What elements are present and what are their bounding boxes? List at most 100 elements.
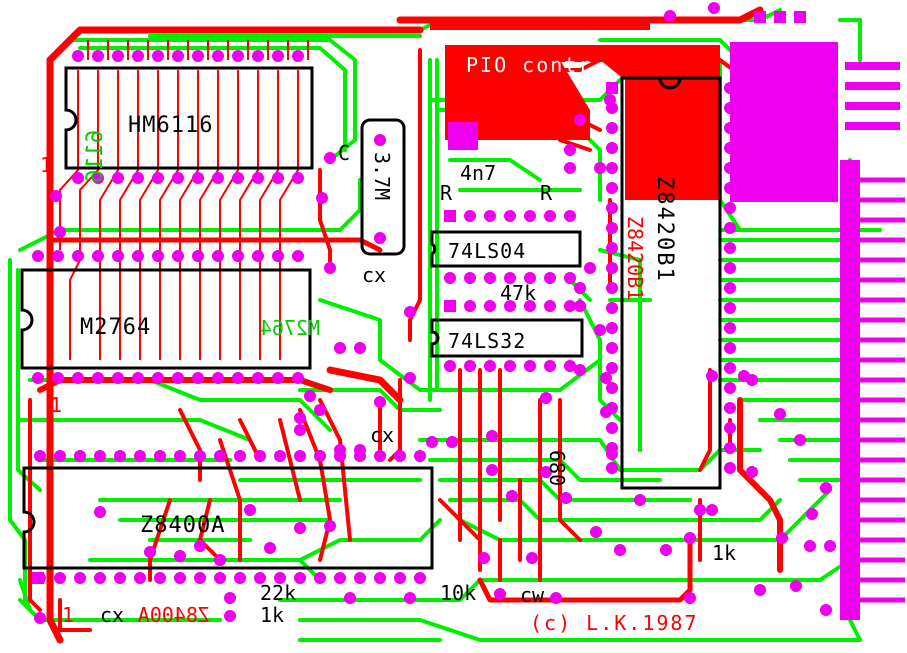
pad [214,450,226,462]
pad [354,342,366,354]
pad [404,372,416,384]
pad [232,372,244,384]
pad [72,172,84,184]
47k-label: 47k [500,281,536,305]
pad [724,422,736,434]
pad [724,242,736,254]
pad [52,372,64,384]
pad [734,134,746,146]
pad [172,50,184,62]
pad [32,372,44,384]
pad [724,462,736,474]
pad [724,222,736,234]
pad [72,250,84,262]
pad [606,262,618,274]
pad [292,250,304,262]
pad [484,272,496,284]
pad [254,572,266,584]
hm6116-outline [64,66,314,170]
pad [426,436,438,448]
pad [524,272,536,284]
pad [724,102,736,114]
pad [94,506,106,518]
pad [114,572,126,584]
z8400a-outline [22,466,434,570]
pin1-pad [606,82,618,94]
pad [606,382,618,394]
pad [614,544,626,556]
pad [606,362,618,374]
pad [724,402,736,414]
pad [774,134,786,146]
pad [706,504,718,516]
pad [374,134,386,146]
pad [606,242,618,254]
pad [564,162,576,174]
pad [192,50,204,62]
pad [606,302,618,314]
pad [394,572,406,584]
pad [234,450,246,462]
pad [72,50,84,62]
z8420b1-label: Z8420B1 [652,176,677,283]
pad [112,372,124,384]
pad [594,162,606,174]
pad [684,532,696,544]
pad [132,172,144,184]
pad [660,544,672,556]
pad [192,172,204,184]
pad [414,450,426,462]
pad [172,172,184,184]
pad [272,50,284,62]
z8420b1-outline [620,76,722,490]
pad [92,372,104,384]
pad [52,250,64,262]
pad [132,250,144,262]
pad [606,162,618,174]
cx-label-1: cx [362,263,386,287]
pad [212,372,224,384]
pad [92,50,104,62]
pad [294,412,306,424]
pin1-pad [32,572,44,584]
pad [724,182,736,194]
pad [444,272,456,284]
pad [484,360,496,372]
mirror-pio-label: Z8420B1 [623,216,647,300]
pad [134,572,146,584]
pad [820,604,832,616]
pad [234,572,246,584]
pad [34,450,46,462]
pad [776,532,788,544]
pad [274,572,286,584]
pad [212,172,224,184]
680-label: 680 [545,450,569,486]
pad [214,554,226,566]
pad [504,272,516,284]
pad [600,406,612,418]
chip-outlines [20,66,722,570]
pad [494,588,506,600]
pad [232,50,244,62]
pad [112,50,124,62]
pad [820,482,832,494]
pad [172,250,184,262]
r2-label: R [540,181,553,205]
bottom-silkscreen: 6116 M2764 [83,130,320,340]
pad [194,540,206,552]
pad [804,540,816,552]
pad [708,2,720,14]
pad [754,584,766,596]
pad [152,172,164,184]
pad [324,152,336,164]
pad [324,520,336,532]
pad [806,508,818,520]
pad [574,114,586,126]
pad [724,122,736,134]
pad [334,572,346,584]
pad [316,192,328,204]
pad [600,372,612,384]
pad [294,572,306,584]
pad [292,372,304,384]
pad [464,272,476,284]
